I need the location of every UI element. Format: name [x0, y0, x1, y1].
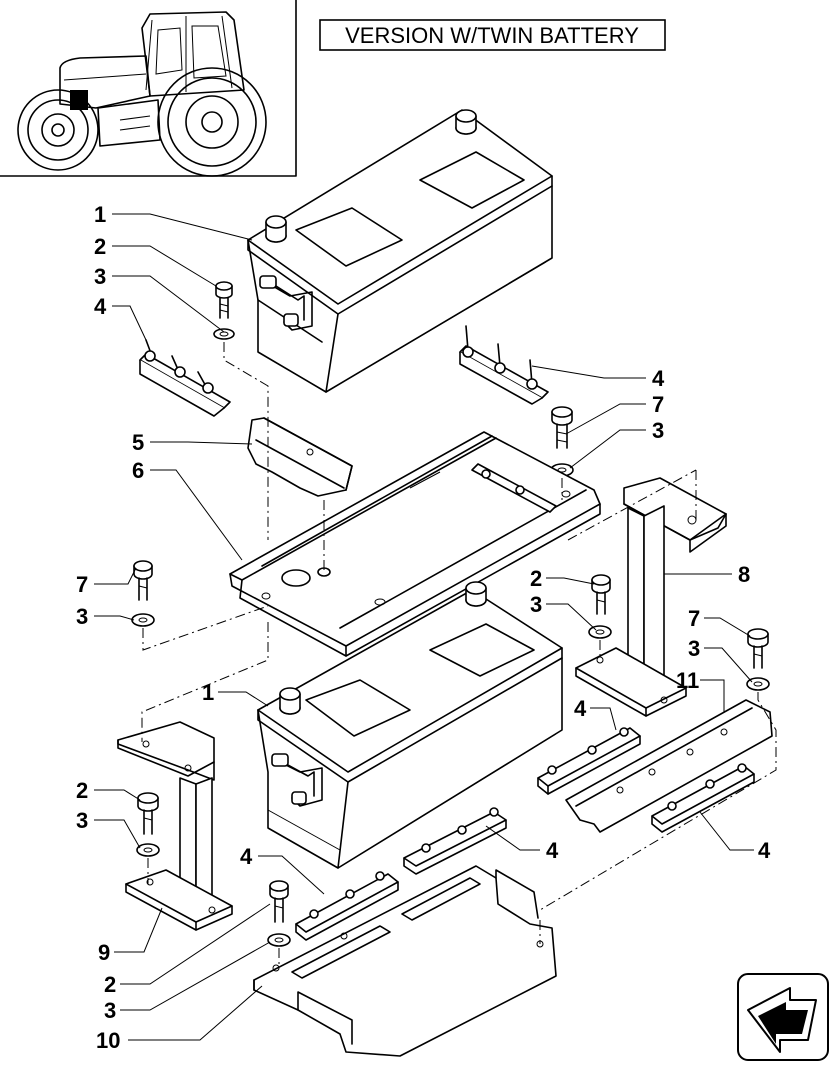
bolt-upper-left	[213, 281, 235, 340]
callout-2-bottom: 2	[104, 972, 116, 997]
support-leg-9	[117, 721, 233, 931]
bolt-left-7	[131, 560, 155, 627]
callout-10: 10	[96, 1028, 120, 1053]
callout-7-upper-right: 7	[652, 392, 664, 417]
callout-3-bottom: 3	[104, 998, 116, 1023]
battery-tray	[229, 431, 601, 657]
leader-lines	[94, 213, 754, 1041]
callout-11: 11	[676, 668, 699, 693]
assembly-lines	[141, 342, 777, 966]
clamp-bar-lower-1	[537, 727, 641, 795]
callout-4-center-lower: 4	[574, 696, 587, 721]
callout-4-bottom-left: 4	[240, 844, 253, 869]
clamp-bar-lower-4	[651, 763, 755, 833]
battery-lower	[257, 581, 563, 869]
base-plate-10	[253, 865, 557, 1057]
bolt-center-2	[588, 574, 612, 639]
bracket-5	[247, 417, 353, 497]
bracket-11	[565, 699, 773, 833]
bolt-lower-left	[136, 792, 160, 857]
callout-9: 9	[98, 940, 110, 965]
callout-3-upper-right: 3	[652, 418, 664, 443]
clamp-bar-lower-2	[403, 807, 507, 875]
bolt-right-7	[746, 628, 770, 691]
callout-2-center: 2	[530, 566, 542, 591]
tractor-icon	[0, 0, 297, 177]
callout-4-bottom-right: 4	[758, 838, 771, 863]
callout-3-right: 3	[688, 636, 700, 661]
callout-2-lower-left: 2	[76, 778, 88, 803]
callout-8: 8	[738, 562, 750, 587]
next-page-arrow-icon[interactable]	[737, 973, 829, 1061]
callout-7-left: 7	[76, 572, 88, 597]
clamp-bar-lower-3	[295, 871, 399, 941]
callout-3-lower-left: 3	[76, 808, 88, 833]
callout-3-upper: 3	[94, 264, 106, 289]
clamp-upper-left	[139, 339, 231, 417]
callout-4-upper-left: 4	[94, 294, 107, 319]
callout-5: 5	[132, 430, 144, 455]
version-title: VERSION W/TWIN BATTERY	[345, 23, 639, 48]
support-leg-8	[575, 477, 727, 717]
callout-2-upper: 2	[94, 234, 106, 259]
clamp-upper-right	[459, 325, 549, 405]
battery-upper	[247, 109, 553, 393]
callout-1-lower: 1	[202, 680, 214, 705]
bolt-bottom-center	[267, 880, 291, 947]
callout-6: 6	[132, 458, 144, 483]
callout-4-bottom-center: 4	[546, 838, 559, 863]
callout-3-left: 3	[76, 604, 88, 629]
callout-7-right: 7	[688, 606, 700, 631]
callout-3-center: 3	[530, 592, 542, 617]
callout-labels: 1 2 3 4 5 6 4 7 3 8 7 3 2 3 7 3 11 1 4 2…	[76, 202, 771, 1053]
callout-1-upper: 1	[94, 202, 106, 227]
bolt-upper-right	[550, 406, 574, 477]
callout-4-upper-right: 4	[652, 366, 665, 391]
